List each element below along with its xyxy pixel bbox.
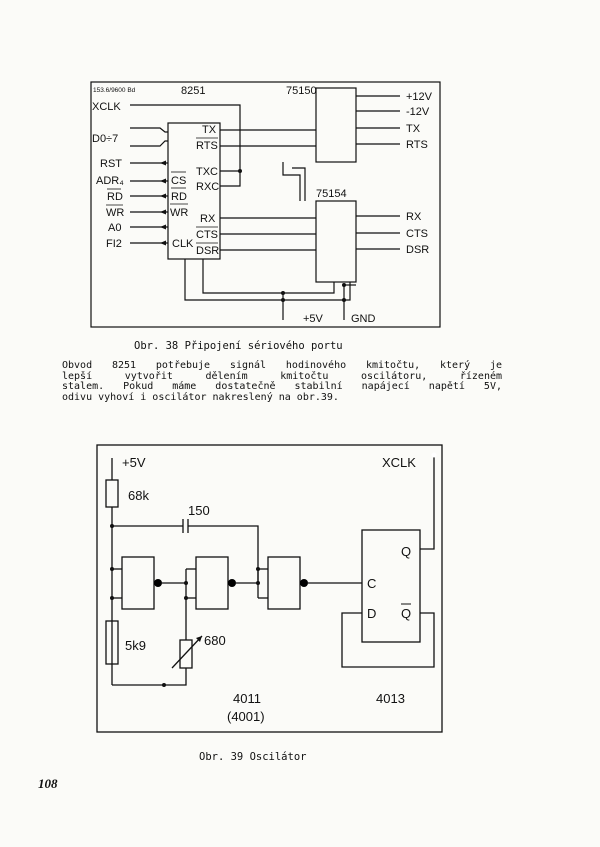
paragraph-line: Obvod 8251 potřebuje signál hodinového k… bbox=[62, 360, 502, 371]
pin-tx: TX bbox=[202, 124, 217, 136]
out-cts: CTS bbox=[406, 228, 428, 240]
pin-rts: RTS bbox=[196, 140, 218, 152]
paragraph-line: lepší vytvořit dělením kmitočtu osciláto… bbox=[62, 370, 502, 382]
out-dsr: DSR bbox=[406, 244, 429, 256]
pin-clk: CLK bbox=[172, 238, 194, 250]
chip-75154-body bbox=[315, 200, 357, 283]
signal-xclk: XCLK bbox=[92, 101, 121, 113]
signal-d0-7: D0÷7 bbox=[92, 133, 118, 145]
paragraph-line: stalem. Pokud máme dostatečně stabilní n… bbox=[62, 381, 502, 392]
fig38-caption: Obr. 38 Připojení sériového portu bbox=[134, 340, 343, 352]
chip-4013-label: 4013 bbox=[376, 691, 405, 706]
out-tx: TX bbox=[406, 123, 421, 135]
nand-gate-2 bbox=[195, 556, 229, 610]
fig39-xclk-label: XCLK bbox=[382, 455, 416, 470]
pot-label: 680 bbox=[204, 633, 226, 648]
ff-c-label: C bbox=[367, 576, 376, 591]
gnd-label: GND bbox=[351, 313, 376, 325]
fig38-schematic bbox=[90, 81, 441, 328]
out-minus12v: -12V bbox=[406, 106, 430, 118]
ff-q-label: Q bbox=[401, 544, 411, 559]
nand-gate-3 bbox=[267, 556, 301, 610]
chip-75150-body bbox=[315, 87, 357, 163]
fig39-schematic bbox=[96, 444, 443, 733]
page-number: 108 bbox=[38, 776, 58, 791]
signal-fi2: FI2 bbox=[106, 238, 122, 250]
chip-4011-label: 4011 bbox=[233, 691, 261, 706]
supply-5v: +5V bbox=[303, 313, 324, 325]
chip-4001-label: (4001) bbox=[227, 709, 265, 724]
fig39-caption: Obr. 39 Oscilátor bbox=[199, 751, 307, 763]
signal-adr4: ADR₄ bbox=[96, 175, 124, 187]
pin-wr: WR bbox=[170, 207, 188, 219]
r2-label: 5k9 bbox=[125, 638, 146, 653]
chip-75154-label: 75154 bbox=[316, 188, 347, 200]
out-rts: RTS bbox=[406, 139, 428, 151]
r1-label: 68k bbox=[128, 488, 149, 503]
ff-qbar-label: Q bbox=[401, 606, 411, 621]
signal-rst: RST bbox=[100, 158, 122, 170]
resistor-5k9 bbox=[105, 620, 119, 665]
signal-a0: A0 bbox=[108, 222, 121, 234]
chip-8251-body bbox=[167, 122, 221, 260]
flipflop-4013 bbox=[361, 529, 421, 643]
nand-gate-1 bbox=[121, 556, 155, 610]
fig39-supply-label: +5V bbox=[122, 455, 146, 470]
out-rx: RX bbox=[406, 211, 422, 223]
pin-cs: CS bbox=[171, 175, 186, 187]
body-paragraph: Obvod 8251 potřebuje signál hodinového k… bbox=[62, 360, 502, 403]
signal-rd: RD bbox=[107, 191, 123, 203]
pin-dsr: DSR bbox=[196, 245, 219, 257]
chip-8251-label: 8251 bbox=[181, 85, 205, 97]
pin-rd: RD bbox=[171, 191, 187, 203]
pin-rx: RX bbox=[200, 213, 216, 225]
fig39-frame bbox=[96, 444, 443, 733]
signal-wr: WR bbox=[106, 207, 124, 219]
pin-rxc: RXC bbox=[196, 181, 219, 193]
paragraph-line: odivu vyhoví i oscilátor nakreslený na o… bbox=[62, 391, 339, 403]
resistor-68k bbox=[105, 479, 119, 508]
pin-cts: CTS bbox=[196, 229, 218, 241]
cap-label: 150 bbox=[188, 503, 210, 518]
baud-label: 153.6/9600 Bd bbox=[93, 87, 136, 94]
fig38-frame bbox=[90, 81, 441, 328]
chip-75150-label: 75150 bbox=[286, 85, 317, 97]
pin-txc: TXC bbox=[196, 166, 218, 178]
out-plus12v: +12V bbox=[406, 91, 433, 103]
ff-d-label: D bbox=[367, 606, 376, 621]
